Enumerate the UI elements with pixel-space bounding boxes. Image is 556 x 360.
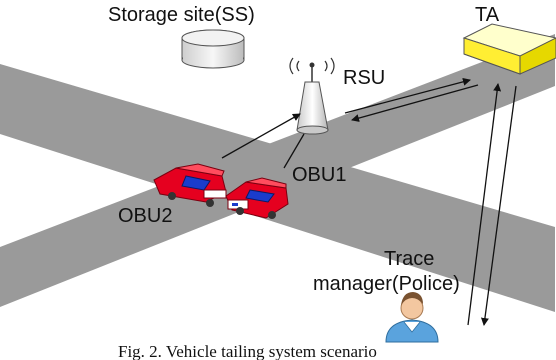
person-icon (385, 292, 439, 343)
car-obu1 (225, 177, 289, 219)
arrow-rsu-to-ta (344, 77, 471, 114)
rsu-label: RSU (343, 67, 385, 89)
obu2-label: OBU2 (118, 205, 172, 227)
arrow-ta-to-police (480, 85, 517, 326)
database-cylinder-icon (181, 29, 245, 69)
obu1-label: OBU1 (292, 164, 346, 186)
arrow-police-to-ta (467, 83, 502, 326)
arrow-obu1-to-rsu (283, 133, 305, 169)
server-box-icon (462, 23, 556, 75)
ta-label: TA (475, 4, 500, 26)
car-icon (153, 163, 289, 219)
storage-site-label: Storage site(SS) (108, 4, 255, 26)
arrow-obu-to-rsu (221, 113, 301, 159)
communication-arrows (221, 77, 517, 326)
arrow-ta-to-rsu (351, 84, 479, 122)
road-intersection (0, 34, 555, 312)
car-obu2 (153, 163, 227, 207)
trace-manager-label-line1: Trace (384, 248, 434, 270)
figure-caption: Fig. 2. Vehicle tailing system scenario (118, 342, 377, 360)
trace-manager-label-line2: manager(Police) (313, 273, 460, 295)
